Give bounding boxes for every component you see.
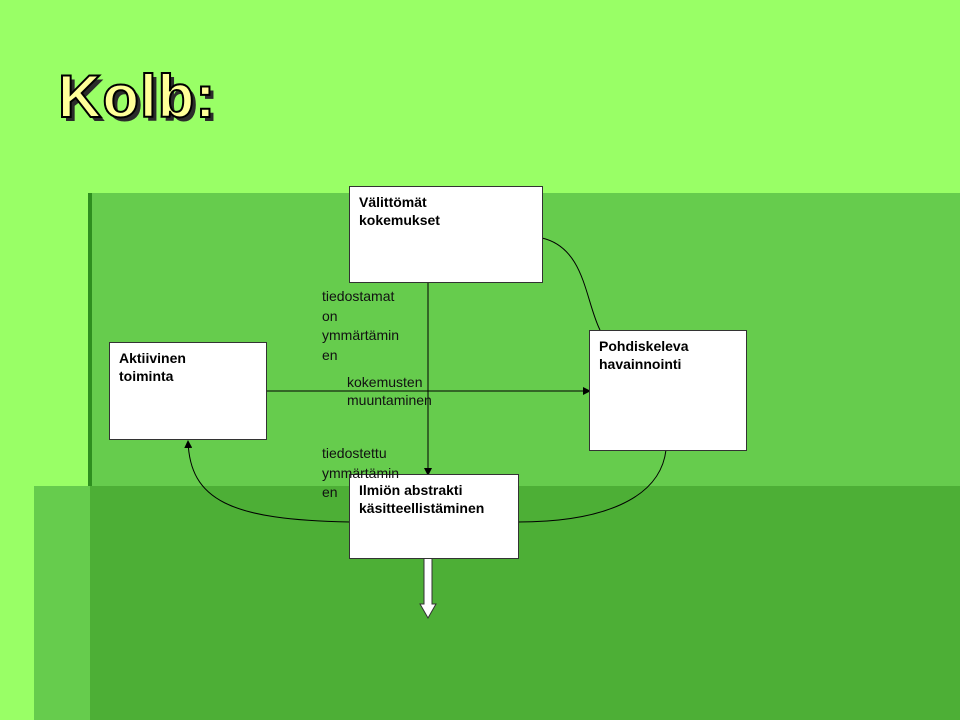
edge-curve-abstraction-to-action bbox=[184, 440, 351, 523]
node-label-line: havainnointi bbox=[599, 356, 682, 372]
background-panel-lower bbox=[90, 486, 960, 720]
output-arrow-icon bbox=[419, 557, 437, 620]
edge-curve-experience-to-reflection bbox=[541, 237, 601, 331]
panel-edge-line bbox=[88, 193, 92, 490]
node-valittomat-kokemukset: Välittömät kokemukset bbox=[349, 186, 543, 283]
edge-label-tiedostamaton: tiedostamat on ymmärtämin en bbox=[322, 287, 399, 365]
node-label-line: käsitteellistäminen bbox=[359, 500, 485, 516]
node-ilmion-abstrakti: Ilmiön abstrakti käsitteellistäminen bbox=[349, 474, 519, 559]
edge-label-line: en bbox=[322, 346, 338, 363]
edge-label-muuntaminen: kokemusten muuntaminen bbox=[347, 373, 432, 409]
edge-label-tiedostettu: tiedostettu ymmärtämin en bbox=[322, 444, 399, 503]
edge-label-line: ymmärtämin bbox=[322, 327, 400, 343]
node-label-line: Aktiivinen bbox=[119, 350, 186, 366]
node-aktiivinen-toiminta: Aktiivinen toiminta bbox=[109, 342, 267, 440]
edge-label-line: muuntaminen bbox=[347, 392, 432, 408]
edge-label-line: en bbox=[322, 484, 338, 500]
edge-curve-reflection-to-abstraction bbox=[517, 449, 667, 523]
edge-label-line: tiedostamat bbox=[322, 288, 395, 304]
node-label-line: Ilmiön abstrakti bbox=[359, 482, 463, 498]
node-label-line: Välittömät bbox=[359, 194, 427, 210]
slide-title: Kolb: bbox=[57, 62, 217, 131]
node-label-line: toiminta bbox=[119, 368, 174, 384]
edge-label-line: tiedostettu bbox=[322, 445, 387, 461]
edge-label-line: kokemusten bbox=[347, 374, 423, 390]
edge-label-line: on bbox=[322, 307, 338, 324]
node-label-line: kokemukset bbox=[359, 212, 440, 228]
background-panel-left bbox=[34, 486, 90, 720]
node-pohdiskeleva-havainnointi: Pohdiskeleva havainnointi bbox=[589, 330, 747, 451]
edge-label-line: ymmärtämin bbox=[322, 464, 400, 481]
node-label-line: Pohdiskeleva bbox=[599, 338, 689, 354]
